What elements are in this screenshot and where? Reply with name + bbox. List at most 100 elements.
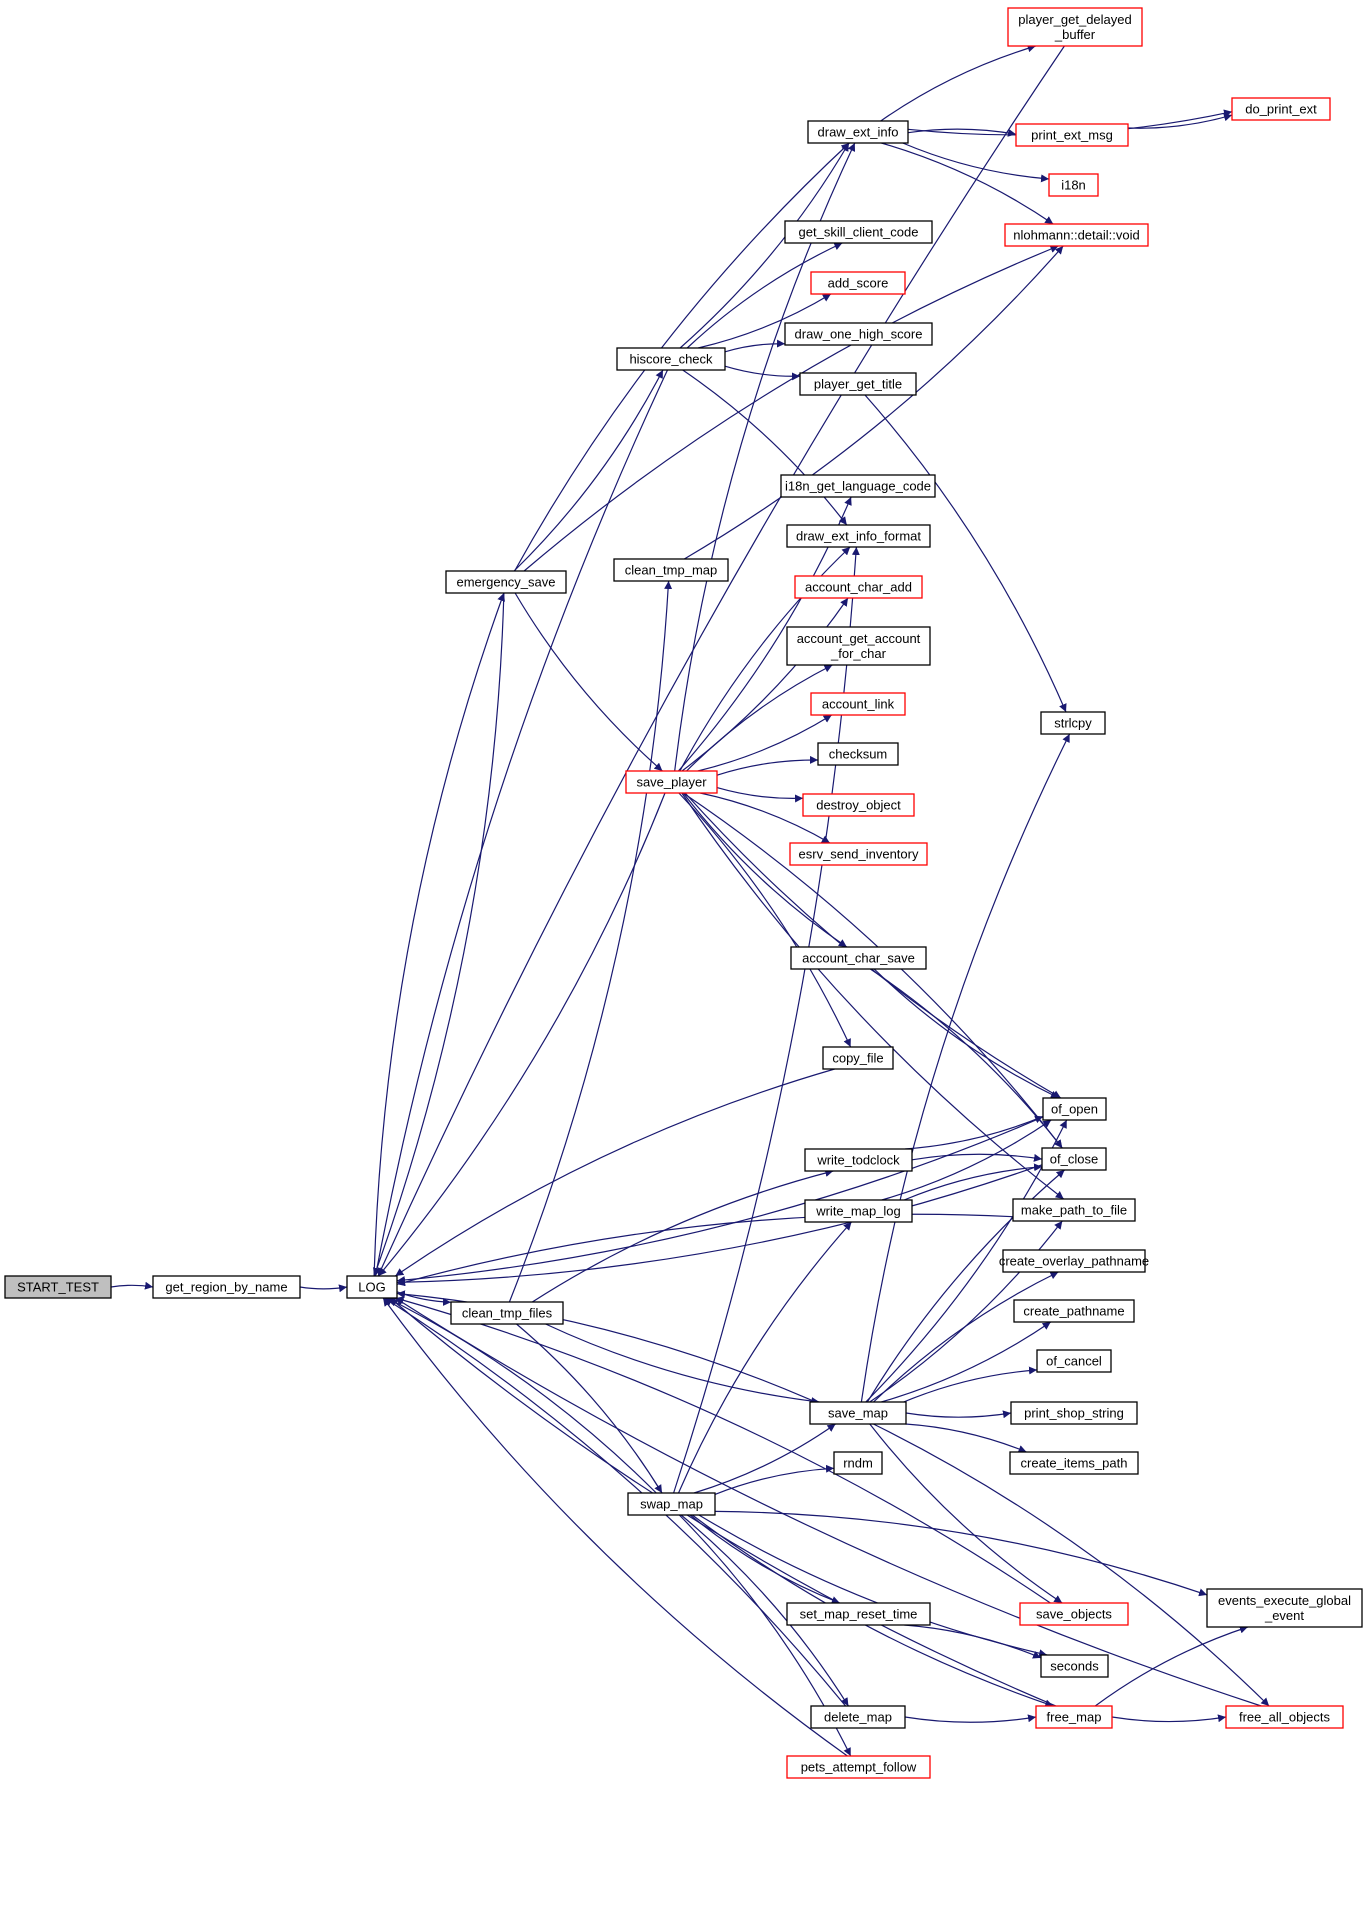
node-box bbox=[1042, 1097, 1107, 1121]
node-account-char-save[interactable]: account_char_save bbox=[790, 946, 927, 970]
node-add-score[interactable]: add_score bbox=[810, 271, 906, 295]
node-box bbox=[1007, 7, 1143, 47]
edge-write-map-log-to-of-open bbox=[881, 1119, 1052, 1201]
node-label: nlohmann::detail::void bbox=[1013, 228, 1139, 243]
node-create-overlay-pathname[interactable]: create_overlay_pathname bbox=[999, 1249, 1149, 1273]
edge-clean-tmp-files-to-save-map bbox=[545, 1323, 820, 1406]
edge-save-player-to-draw-ext-info-format bbox=[679, 546, 851, 772]
node-start-test[interactable]: START_TEST bbox=[4, 1275, 112, 1299]
node-box bbox=[833, 1451, 883, 1475]
node-box bbox=[1040, 711, 1106, 735]
node-save-objects[interactable]: save_objects bbox=[1019, 1602, 1129, 1626]
node-box bbox=[802, 793, 915, 817]
node-label: of_open bbox=[1051, 1102, 1098, 1117]
node-save-map[interactable]: save_map bbox=[809, 1401, 907, 1425]
node-write-todclock[interactable]: write_todclock bbox=[804, 1148, 913, 1172]
edge-hiscore-check-to-get-skill-client-code bbox=[686, 242, 843, 349]
node-nlohmann-void[interactable]: nlohmann::detail::void bbox=[1004, 223, 1149, 247]
node-box bbox=[1010, 1401, 1138, 1425]
node-box bbox=[152, 1275, 301, 1299]
node-box bbox=[1009, 1451, 1139, 1475]
node-box bbox=[804, 1148, 913, 1172]
node-label: account_link bbox=[822, 697, 895, 712]
node-label: draw_one_high_score bbox=[795, 327, 923, 342]
node-print-ext-msg[interactable]: print_ext_msg bbox=[1015, 123, 1129, 147]
node-esrv-send-inventory[interactable]: esrv_send_inventory bbox=[789, 842, 928, 866]
edge-make-path-to-file-to-log bbox=[396, 1213, 1014, 1287]
node-strlcpy[interactable]: strlcpy bbox=[1040, 711, 1106, 735]
node-of-open[interactable]: of_open bbox=[1042, 1097, 1107, 1121]
node-get-region-by-name[interactable]: get_region_by_name bbox=[152, 1275, 301, 1299]
node-destroy-object[interactable]: destroy_object bbox=[802, 793, 915, 817]
node-rndm[interactable]: rndm bbox=[833, 1451, 883, 1475]
edge-swap-map-to-rndm bbox=[714, 1464, 835, 1495]
node-player-get-delayed-buffer[interactable]: player_get_delayed_buffer bbox=[1007, 7, 1143, 47]
node-label: events_execute_global bbox=[1218, 1593, 1351, 1608]
node-of-cancel[interactable]: of_cancel bbox=[1036, 1349, 1112, 1373]
node-hiscore-check[interactable]: hiscore_check bbox=[616, 347, 726, 371]
node-label: print_shop_string bbox=[1024, 1406, 1124, 1421]
node-box bbox=[780, 474, 936, 498]
edge-draw-ext-info-to-i18n bbox=[902, 142, 1050, 183]
node-delete-map[interactable]: delete_map bbox=[810, 1705, 906, 1729]
node-box bbox=[810, 271, 906, 295]
node-checksum[interactable]: checksum bbox=[817, 742, 899, 766]
edge-save-player-to-checksum bbox=[716, 755, 819, 776]
node-i18n-get-language-code[interactable]: i18n_get_language_code bbox=[780, 474, 936, 498]
node-print-shop-string[interactable]: print_shop_string bbox=[1010, 1401, 1138, 1425]
node-label: i18n_get_language_code bbox=[785, 479, 931, 494]
edge-save-player-to-account-char-save bbox=[682, 792, 848, 948]
edge-get-region-by-name-to-log bbox=[299, 1284, 348, 1293]
node-label: draw_ext_info bbox=[818, 125, 899, 140]
node-box bbox=[1015, 123, 1129, 147]
node-draw-ext-info[interactable]: draw_ext_info bbox=[807, 120, 909, 144]
node-create-items-path[interactable]: create_items_path bbox=[1009, 1451, 1139, 1475]
node-swap-map[interactable]: swap_map bbox=[627, 1492, 716, 1516]
node-box bbox=[1048, 173, 1099, 197]
node-free-map[interactable]: free_map bbox=[1035, 1705, 1113, 1729]
node-label: delete_map bbox=[824, 1710, 892, 1725]
node-label: of_cancel bbox=[1046, 1354, 1102, 1369]
node-set-map-reset-time[interactable]: set_map_reset_time bbox=[786, 1602, 931, 1626]
edge-swap-map-to-set-map-reset-time bbox=[689, 1514, 841, 1604]
node-write-map-log[interactable]: write_map_log bbox=[804, 1199, 913, 1223]
node-player-get-title[interactable]: player_get_title bbox=[799, 372, 917, 396]
node-account-get-account-for-char[interactable]: account_get_account_for_char bbox=[786, 626, 931, 666]
node-account-link[interactable]: account_link bbox=[810, 692, 906, 716]
node-seconds[interactable]: seconds bbox=[1040, 1654, 1109, 1678]
edge-draw-ext-info-to-print-ext-msg bbox=[907, 128, 1017, 137]
node-pets-attempt-follow[interactable]: pets_attempt_follow bbox=[786, 1755, 931, 1779]
node-box bbox=[1231, 97, 1331, 121]
node-get-skill-client-code[interactable]: get_skill_client_code bbox=[784, 220, 933, 244]
node-do-print-ext[interactable]: do_print_ext bbox=[1231, 97, 1331, 121]
node-create-pathname[interactable]: create_pathname bbox=[1013, 1299, 1135, 1323]
node-draw-one-high-score[interactable]: draw_one_high_score bbox=[784, 322, 933, 346]
edge-save-map-to-make-path-to-file bbox=[869, 1220, 1063, 1403]
node-box bbox=[784, 220, 933, 244]
edge-save-player-to-log bbox=[378, 792, 666, 1277]
node-clean-tmp-files[interactable]: clean_tmp_files bbox=[450, 1301, 564, 1325]
edge-swap-map-to-write-map-log bbox=[677, 1221, 852, 1494]
node-log[interactable]: LOG bbox=[346, 1275, 398, 1299]
node-label: strlcpy bbox=[1054, 716, 1092, 731]
edge-save-player-to-copy-file bbox=[678, 792, 852, 1048]
node-make-path-to-file[interactable]: make_path_to_file bbox=[1012, 1198, 1136, 1222]
node-box bbox=[625, 770, 718, 794]
node-clean-tmp-map[interactable]: clean_tmp_map bbox=[613, 558, 729, 582]
edge-swap-map-to-log bbox=[386, 1297, 657, 1494]
node-box bbox=[346, 1275, 398, 1299]
node-emergency-save[interactable]: emergency_save bbox=[445, 570, 567, 594]
node-of-close[interactable]: of_close bbox=[1041, 1147, 1107, 1171]
node-free-all-objects[interactable]: free_all_objects bbox=[1225, 1705, 1344, 1729]
node-label: get_skill_client_code bbox=[799, 225, 919, 240]
node-account-char-add[interactable]: account_char_add bbox=[794, 575, 923, 599]
node-events-execute-global-event[interactable]: events_execute_global_event bbox=[1206, 1588, 1363, 1628]
node-label: account_get_account bbox=[797, 631, 921, 646]
node-draw-ext-info-format[interactable]: draw_ext_info_format bbox=[786, 524, 931, 548]
node-i18n[interactable]: i18n bbox=[1048, 173, 1099, 197]
node-copy-file[interactable]: copy_file bbox=[822, 1046, 894, 1070]
node-save-player[interactable]: save_player bbox=[625, 770, 718, 794]
edge-player-get-title-to-strlcpy bbox=[864, 394, 1067, 713]
edge-draw-ext-info-to-player-get-delayed-buffer bbox=[880, 44, 1036, 122]
node-label: swap_map bbox=[640, 1497, 703, 1512]
